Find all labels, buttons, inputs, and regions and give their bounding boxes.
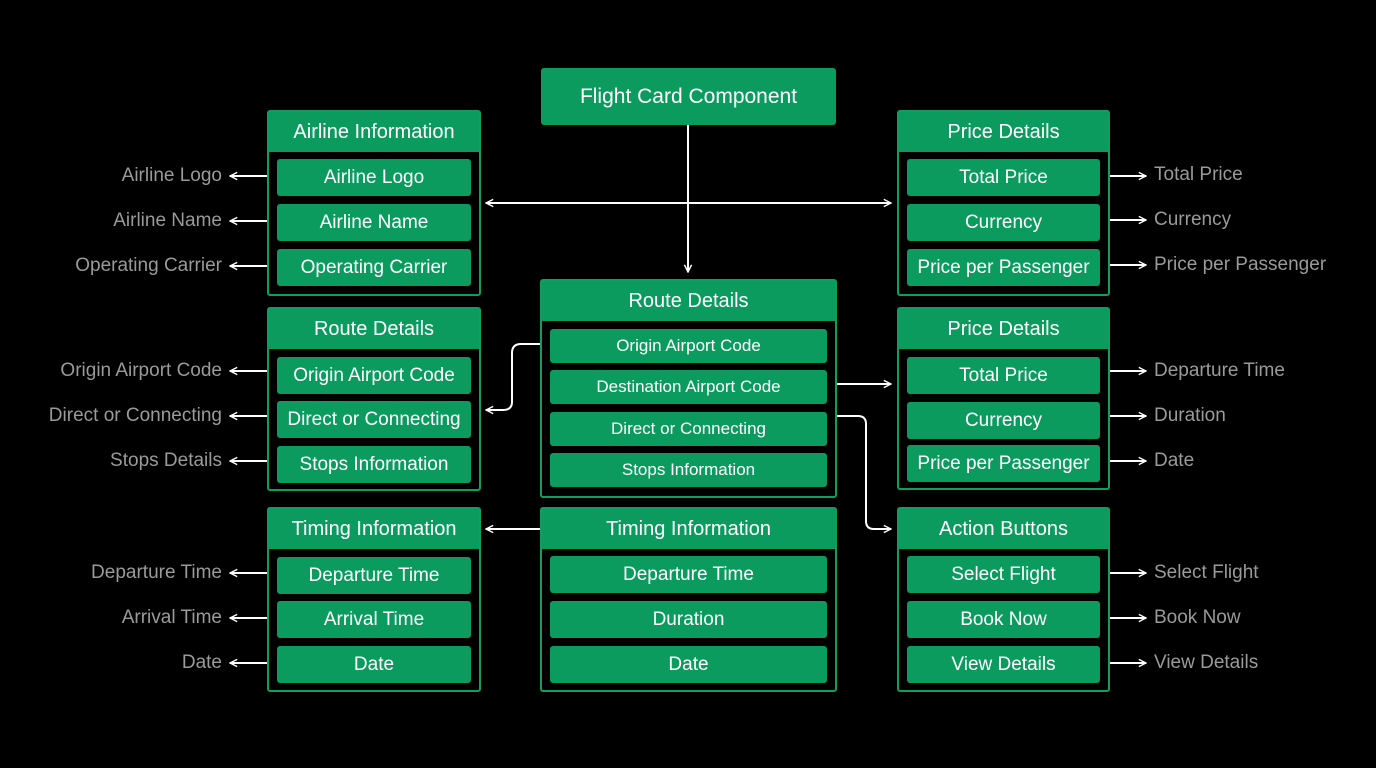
select-flight-button[interactable]: Select Flight — [907, 556, 1100, 593]
arrow-route-center-to-actions — [837, 415, 891, 529]
arrival-time-output: Arrival Time — [121, 607, 222, 628]
currency-output: Currency — [1154, 209, 1232, 230]
route-details-left-box: Route Details Origin Airport Code Direct… — [267, 307, 481, 491]
direct-or-connecting-output: Direct or Connecting — [48, 405, 222, 426]
duration-item[interactable]: Duration — [550, 601, 827, 638]
timing-information-left-box: Timing Information Departure Time Arriva… — [267, 507, 481, 692]
timing-information-center-header: Timing Information — [542, 509, 835, 549]
destination-airport-code-item[interactable]: Destination Airport Code — [550, 370, 827, 404]
currency-item[interactable]: Currency — [907, 402, 1100, 439]
stops-information-item[interactable]: Stops Information — [550, 453, 827, 487]
currency-item[interactable]: Currency — [907, 204, 1100, 241]
total-price-item[interactable]: Total Price — [907, 357, 1100, 394]
date-item[interactable]: Date — [550, 646, 827, 683]
departure-time-output: Departure Time — [1154, 360, 1285, 381]
price-details-top-header: Price Details — [899, 112, 1108, 152]
price-details-middle-header: Price Details — [899, 309, 1108, 349]
book-now-output: Book Now — [1154, 607, 1241, 628]
view-details-button[interactable]: View Details — [907, 646, 1100, 683]
total-price-item[interactable]: Total Price — [907, 159, 1100, 196]
flight-card-component-title: Flight Card Component — [541, 68, 836, 125]
direct-or-connecting-item[interactable]: Direct or Connecting — [277, 401, 471, 438]
price-per-passenger-output: Price per Passenger — [1154, 254, 1327, 275]
price-per-passenger-item[interactable]: Price per Passenger — [907, 249, 1100, 286]
date-item[interactable]: Date — [277, 646, 471, 683]
action-buttons-box: Action Buttons Select Flight Book Now Vi… — [897, 507, 1110, 692]
book-now-button[interactable]: Book Now — [907, 601, 1100, 638]
arrival-time-item[interactable]: Arrival Time — [277, 601, 471, 638]
select-flight-output: Select Flight — [1154, 562, 1259, 583]
origin-airport-code-item[interactable]: Origin Airport Code — [550, 329, 827, 363]
action-buttons-header: Action Buttons — [899, 509, 1108, 549]
price-details-top-box: Price Details Total Price Currency Price… — [897, 110, 1110, 296]
stops-information-item[interactable]: Stops Information — [277, 446, 471, 483]
airline-logo-output: Airline Logo — [121, 165, 222, 186]
route-details-center-box: Route Details Origin Airport Code Destin… — [540, 279, 837, 498]
departure-time-item[interactable]: Departure Time — [277, 557, 471, 594]
operating-carrier-item[interactable]: Operating Carrier — [277, 249, 471, 286]
timing-information-left-header: Timing Information — [269, 509, 479, 549]
view-details-output: View Details — [1154, 652, 1259, 673]
date-output: Date — [181, 652, 222, 673]
date-output: Date — [1154, 450, 1195, 471]
airline-name-item[interactable]: Airline Name — [277, 204, 471, 241]
origin-airport-code-item[interactable]: Origin Airport Code — [277, 357, 471, 394]
origin-airport-code-output: Origin Airport Code — [60, 360, 222, 381]
route-details-center-header: Route Details — [542, 281, 835, 321]
route-details-left-header: Route Details — [269, 309, 479, 349]
total-price-output: Total Price — [1154, 164, 1243, 185]
operating-carrier-output: Operating Carrier — [75, 255, 222, 276]
departure-time-output: Departure Time — [91, 562, 222, 583]
airline-information-box: Airline Information Airline Logo Airline… — [267, 110, 481, 296]
price-per-passenger-item[interactable]: Price per Passenger — [907, 445, 1100, 482]
direct-or-connecting-item[interactable]: Direct or Connecting — [550, 412, 827, 446]
duration-output: Duration — [1154, 405, 1226, 426]
departure-time-item[interactable]: Departure Time — [550, 556, 827, 593]
airline-name-output: Airline Name — [113, 210, 222, 231]
airline-information-header: Airline Information — [269, 112, 479, 152]
timing-information-center-box: Timing Information Departure Time Durati… — [540, 507, 837, 692]
stops-details-output: Stops Details — [110, 450, 222, 471]
airline-logo-item[interactable]: Airline Logo — [277, 159, 471, 196]
price-details-middle-box: Price Details Total Price Currency Price… — [897, 307, 1110, 490]
